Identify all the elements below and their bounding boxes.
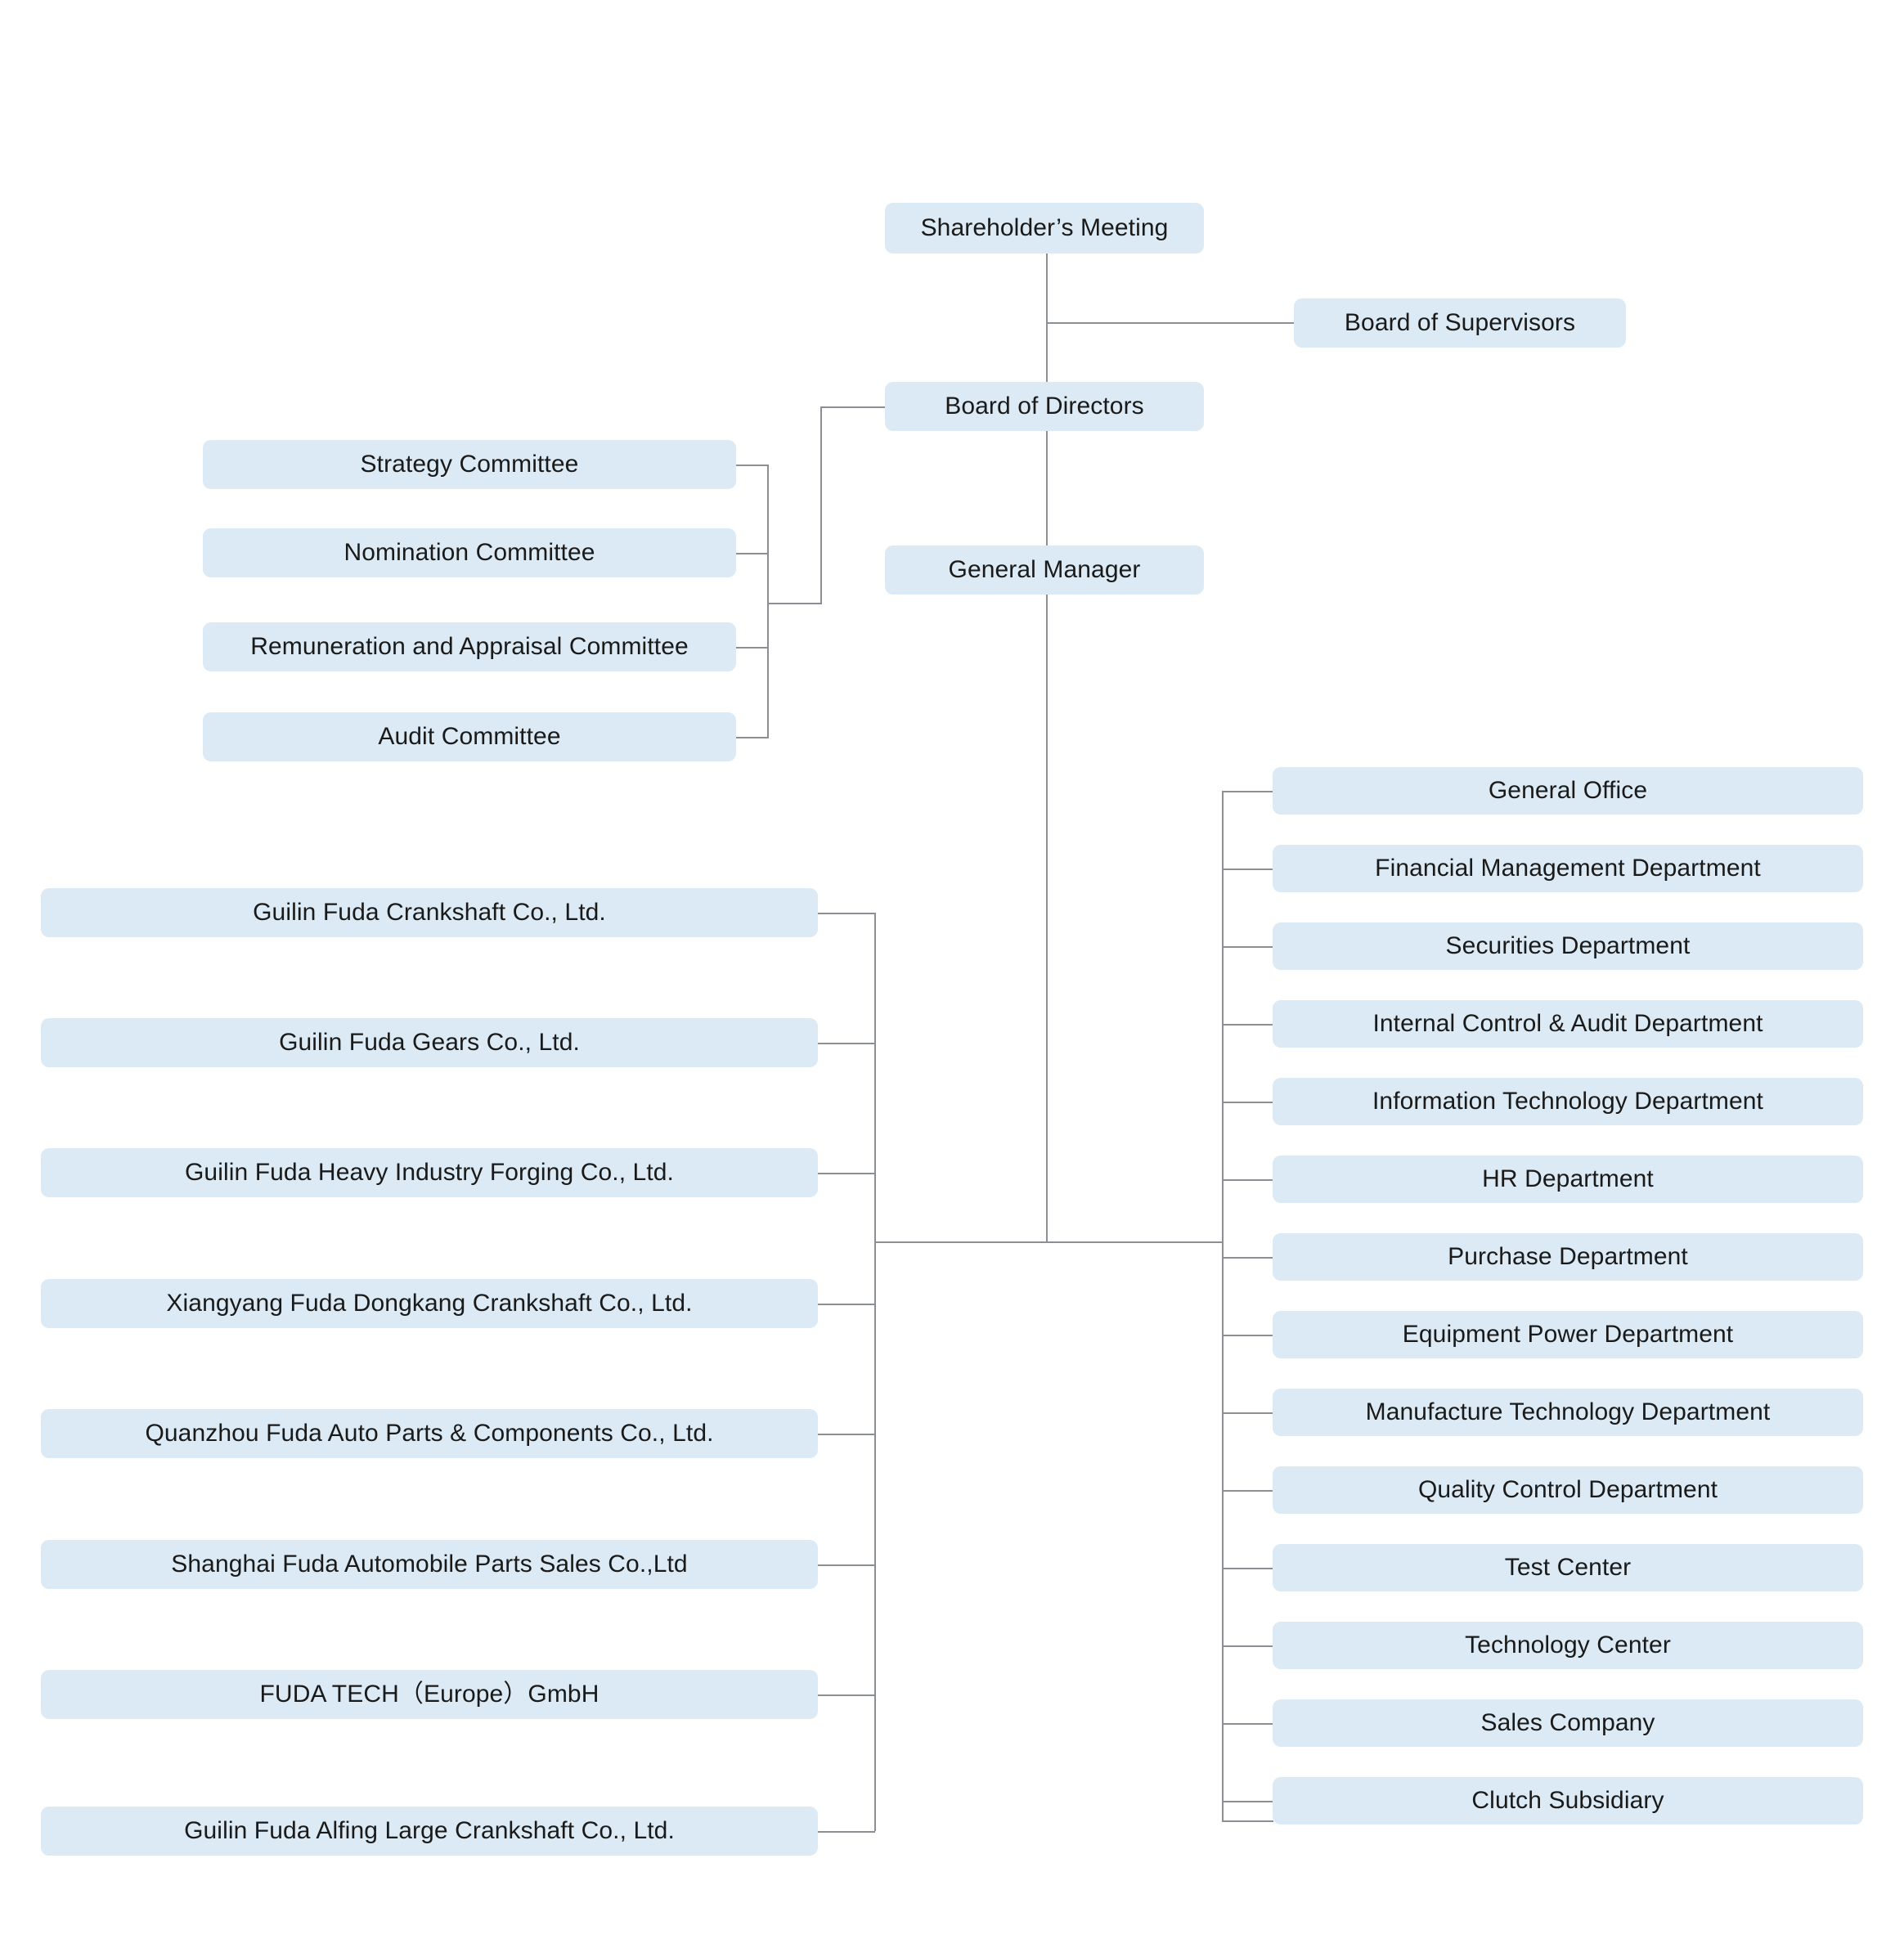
connector-subsidiary-stub-8 [818, 1831, 875, 1833]
node-department-equipment-power[interactable]: Equipment Power Department [1273, 1311, 1863, 1358]
node-general-manager[interactable]: General Manager [885, 545, 1204, 595]
connector-committee-stub-4 [735, 737, 769, 738]
node-committee-nomination[interactable]: Nomination Committee [203, 528, 736, 577]
node-department-quality-control[interactable]: Quality Control Department [1273, 1466, 1863, 1514]
connector-department-stub-6 [1222, 1179, 1273, 1181]
node-committee-remuneration-appraisal[interactable]: Remuneration and Appraisal Committee [203, 622, 736, 671]
node-department-general-office[interactable]: General Office [1273, 767, 1863, 815]
connector-department-stub-10 [1222, 1490, 1273, 1492]
node-department-technology-center[interactable]: Technology Center [1273, 1622, 1863, 1669]
connector-subsidiary-stub-1 [818, 913, 875, 914]
connector-subsidiary-stub-7 [818, 1694, 875, 1696]
node-department-hr[interactable]: HR Department [1273, 1156, 1863, 1203]
connector-committee-to-riser [767, 603, 822, 604]
connector-subsidiary-stub-3 [818, 1173, 875, 1174]
connector-subsidiary-stub-2 [818, 1043, 875, 1044]
node-department-clutch-subsidiary[interactable]: Clutch Subsidiary [1273, 1777, 1863, 1825]
node-subsidiary-fuda-tech-europe-gmbh[interactable]: FUDA TECH（Europe）GmbH [41, 1670, 818, 1719]
connector-department-stub-12 [1222, 1645, 1273, 1647]
connector-subsidiary-rail [874, 913, 876, 1831]
node-board-of-directors[interactable]: Board of Directors [885, 382, 1204, 431]
connector-department-stub-1 [1222, 791, 1273, 792]
connector-to-board-of-supervisors [1046, 322, 1296, 324]
node-department-test-center[interactable]: Test Center [1273, 1544, 1863, 1591]
connector-committee-to-board-of-directors [820, 406, 886, 408]
connector-subsidiary-stub-5 [818, 1434, 875, 1435]
node-department-sales-company[interactable]: Sales Company [1273, 1699, 1863, 1747]
node-subsidiary-guilin-fuda-alfing-large-crankshaft[interactable]: Guilin Fuda Alfing Large Crankshaft Co.,… [41, 1807, 818, 1856]
connector-committee-stub-3 [725, 647, 769, 649]
node-department-information-technology[interactable]: Information Technology Department [1273, 1078, 1863, 1125]
node-subsidiary-guilin-fuda-heavy-industry-forging[interactable]: Guilin Fuda Heavy Industry Forging Co., … [41, 1148, 818, 1197]
node-subsidiary-xiangyang-fuda-dongkang-crankshaft[interactable]: Xiangyang Fuda Dongkang Crankshaft Co., … [41, 1279, 818, 1328]
node-department-internal-control-audit[interactable]: Internal Control & Audit Department [1273, 1000, 1863, 1048]
connector-subsidiary-stub-6 [818, 1564, 875, 1566]
connector-department-stub-13 [1222, 1723, 1273, 1725]
connector-department-stub-3 [1222, 946, 1273, 948]
connector-subsidiary-stub-4 [818, 1304, 875, 1305]
node-subsidiary-guilin-fuda-crankshaft[interactable]: Guilin Fuda Crankshaft Co., Ltd. [41, 888, 818, 937]
node-department-purchase[interactable]: Purchase Department [1273, 1233, 1863, 1281]
node-committee-strategy[interactable]: Strategy Committee [203, 440, 736, 489]
node-department-financial-management[interactable]: Financial Management Department [1273, 845, 1863, 892]
node-committee-audit[interactable]: Audit Committee [203, 712, 736, 761]
connector-committee-rail [767, 465, 769, 738]
connector-committee-stub-1 [735, 465, 769, 466]
node-shareholders-meeting[interactable]: Shareholder’s Meeting [885, 203, 1204, 254]
node-subsidiary-shanghai-fuda-automobile-parts-sales[interactable]: Shanghai Fuda Automobile Parts Sales Co.… [41, 1540, 818, 1589]
connector-department-stub-15 [1222, 1820, 1273, 1822]
node-board-of-supervisors[interactable]: Board of Supervisors [1294, 298, 1626, 348]
connector-department-stub-9 [1222, 1412, 1273, 1414]
node-subsidiary-quanzhou-fuda-auto-parts[interactable]: Quanzhou Fuda Auto Parts & Components Co… [41, 1409, 818, 1458]
connector-department-rail [1222, 791, 1224, 1820]
connector-spine-vertical [1046, 254, 1048, 1243]
connector-department-stub-14 [1222, 1801, 1273, 1802]
node-subsidiary-guilin-fuda-gears[interactable]: Guilin Fuda Gears Co., Ltd. [41, 1018, 818, 1067]
node-department-manufacture-technology[interactable]: Manufacture Technology Department [1273, 1389, 1863, 1436]
connector-department-stub-2 [1222, 869, 1273, 870]
connector-committee-stub-2 [735, 553, 769, 554]
connector-department-stub-11 [1222, 1568, 1273, 1569]
connector-committee-riser [820, 406, 822, 604]
connector-department-stub-5 [1222, 1102, 1273, 1103]
connector-department-stub-7 [1222, 1257, 1273, 1259]
node-department-securities[interactable]: Securities Department [1273, 922, 1863, 970]
connector-department-stub-4 [1222, 1024, 1273, 1026]
connector-central-bar [875, 1241, 1224, 1243]
connector-department-stub-8 [1222, 1335, 1273, 1336]
